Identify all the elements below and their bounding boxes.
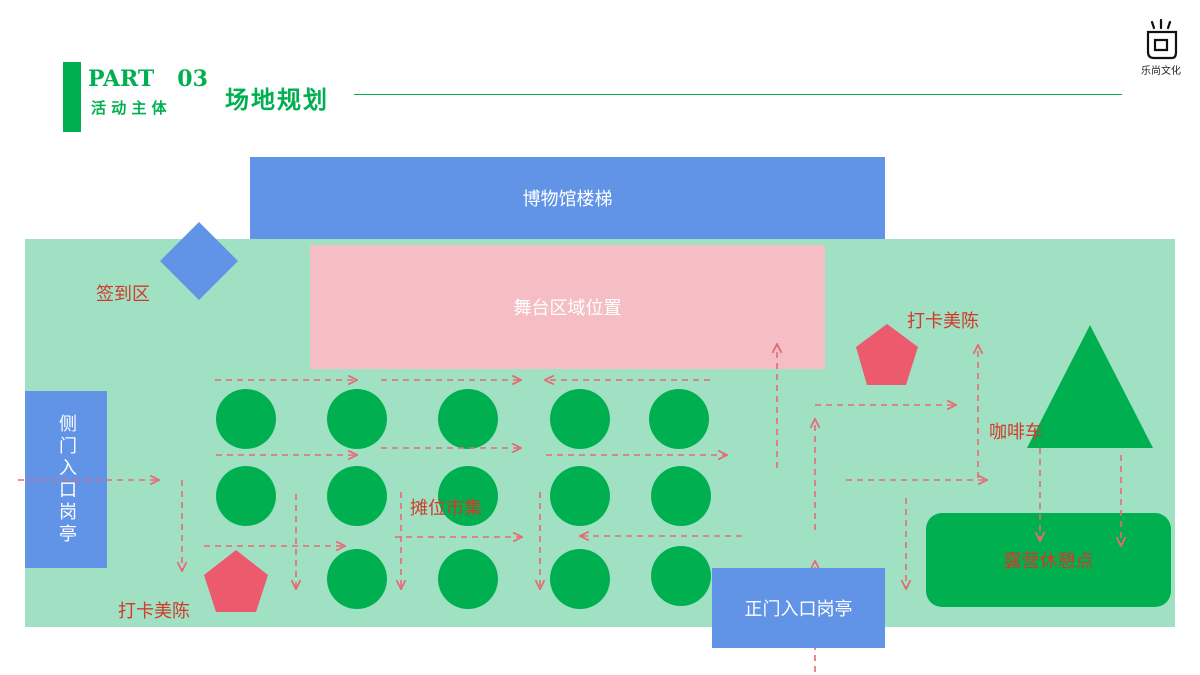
section-accent-bar: [63, 62, 81, 132]
part-number: PART 03: [88, 66, 208, 92]
stall-circle: [438, 389, 498, 449]
stall-circle: [649, 389, 709, 449]
photo-spot-label: 打卡美陈: [907, 311, 979, 332]
stall-circle: [438, 466, 498, 526]
header-divider: [354, 94, 1122, 95]
main-gate-label: 正门入口岗亭: [744, 599, 853, 620]
camping-area-label: 露营休憩点: [1003, 551, 1094, 572]
stall-circle: [216, 389, 276, 449]
lecheng-logo-icon: [1146, 18, 1178, 60]
main-gate-block: 正门入口岗亭: [712, 568, 885, 648]
sign-in-label: 签到区: [96, 284, 150, 305]
stall-market-label: 摊位市集: [410, 498, 482, 519]
photo-spot-pentagon-icon: [856, 324, 918, 385]
stall-circles: [216, 389, 711, 609]
museum-stairs-block: 博物馆楼梯: [250, 157, 885, 239]
logo-caption: 乐尚文化: [1141, 66, 1181, 77]
stall-circle: [216, 466, 276, 526]
stall-circle: [327, 389, 387, 449]
stage-area-label: 舞台区域位置: [513, 298, 622, 319]
camping-area-block: 露营休憩点: [926, 513, 1171, 607]
stall-circle: [327, 549, 387, 609]
coffee-truck-triangle-icon: [1027, 325, 1153, 448]
stage-area-block: 舞台区域位置: [310, 245, 825, 369]
coffee-truck-label: 咖啡车: [989, 422, 1043, 443]
photo-spot-label: 打卡美陈: [118, 601, 190, 622]
stall-circle: [550, 389, 610, 449]
stall-circle: [550, 466, 610, 526]
sign-in-diamond-icon: [160, 222, 238, 300]
stall-circle: [651, 546, 711, 606]
museum-stairs-label: 博物馆楼梯: [522, 189, 613, 210]
stall-circle: [550, 549, 610, 609]
stall-circle: [327, 466, 387, 526]
stall-circle: [438, 549, 498, 609]
flow-arrows: [18, 345, 1121, 672]
page-title: 场地规划: [225, 85, 329, 114]
stall-circle: [651, 466, 711, 526]
photo-spot-pentagon-icon: [204, 550, 268, 612]
part-subtitle: 活 动 主 体: [91, 99, 167, 117]
